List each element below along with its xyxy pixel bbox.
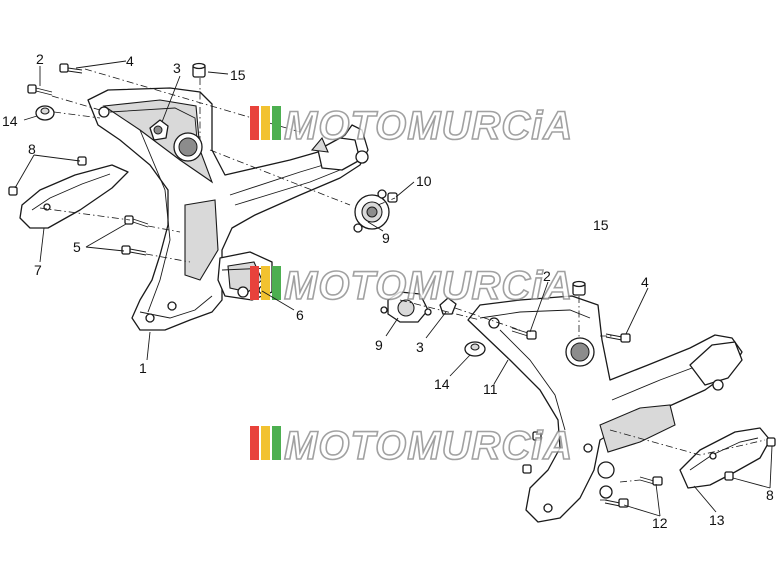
screw-2-right: [511, 327, 537, 340]
callout-3-right: 3: [416, 339, 424, 355]
assembly-axes: [39, 68, 766, 501]
watermark-top: MOTOMURCiA: [250, 103, 573, 149]
callout-10: 10: [416, 173, 432, 189]
watermark-text: MOTOMURCiA: [284, 424, 573, 468]
callout-12: 12: [652, 515, 668, 531]
screw-5-upper: [124, 215, 149, 228]
callout-2-right: 2: [543, 268, 551, 284]
callout-15-left: 15: [230, 67, 246, 83]
watermark-text: MOTOMURCiA: [284, 104, 573, 148]
callout-8-left: 8: [28, 141, 36, 157]
right-heel-guard: [679, 427, 771, 489]
nut-10: [387, 192, 398, 203]
screw-12-lower: [604, 498, 629, 508]
callout-2-left: 2: [36, 51, 44, 67]
screw-5-lower: [121, 245, 147, 256]
callout-9-left: 9: [382, 230, 390, 246]
watermark-bottom: MOTOMURCiA: [250, 423, 573, 469]
callout-numbers: 2 4 3 15 14 8 5 7 1 6 10 9 15 2 4 9 3 14…: [2, 51, 774, 531]
callout-14-right: 14: [434, 376, 450, 392]
leader-lines: [14, 60, 773, 517]
callout-7: 7: [34, 262, 42, 278]
screw-8-right-lower: [724, 471, 734, 481]
callout-15-right: 15: [593, 217, 609, 233]
left-rubber-washer: [35, 105, 55, 121]
callout-1: 1: [139, 360, 147, 376]
screw-4-right: [605, 333, 631, 343]
right-rubber-washer: [464, 341, 486, 357]
callout-3-left: 3: [173, 60, 181, 76]
screw-4-left: [59, 63, 83, 74]
screw-8-left-lower: [8, 186, 18, 196]
callout-8-right: 8: [766, 487, 774, 503]
left-footrest-bracket: [87, 87, 369, 331]
callout-5: 5: [73, 239, 81, 255]
screw-12-upper: [639, 476, 663, 486]
callout-11: 11: [483, 381, 498, 397]
callout-4-left: 4: [126, 53, 134, 69]
callout-9-right: 9: [375, 337, 383, 353]
left-footpeg-pivot: [353, 189, 390, 233]
watermark-middle: MOTOMURCiA: [250, 263, 573, 309]
left-heel-guard: [19, 164, 129, 229]
right-rubber-plug: [439, 297, 457, 315]
callout-13: 13: [709, 512, 725, 528]
right-footrest-bracket: [467, 295, 743, 523]
screw-2-left: [27, 84, 53, 96]
callout-6: 6: [296, 307, 304, 323]
right-footpeg-pivot: [380, 291, 432, 323]
screw-8-right-upper: [766, 437, 776, 447]
callout-4-right: 4: [641, 274, 649, 290]
right-spacer: [572, 280, 586, 296]
callout-14-left: 14: [2, 113, 18, 129]
left-spacer: [192, 62, 206, 78]
watermark-text: MOTOMURCiA: [284, 264, 573, 308]
left-rubber-plug: [149, 119, 169, 141]
nuts-right-bracket: [522, 431, 542, 474]
